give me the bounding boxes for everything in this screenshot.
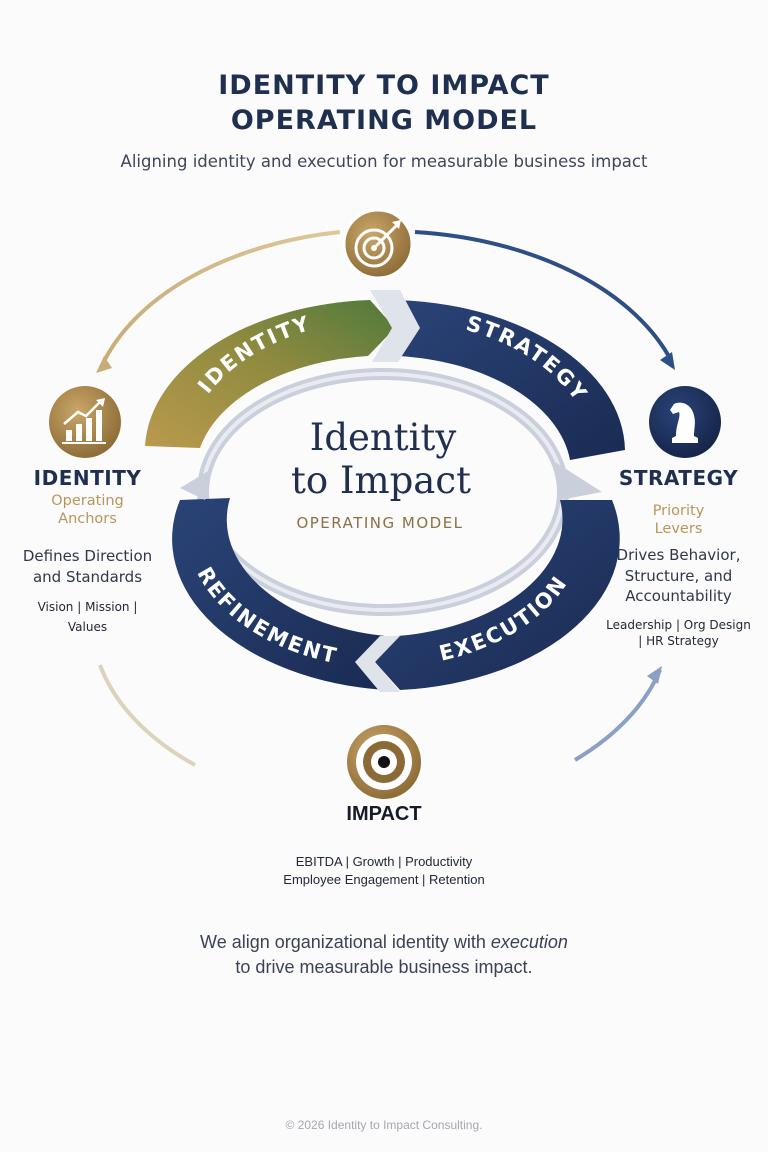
impact-title: IMPACT <box>346 803 422 825</box>
strategy-items-line2: | HR Strategy <box>638 634 719 648</box>
outer-arc-left <box>98 230 341 371</box>
tagline: We align organizational identity with ex… <box>0 930 768 980</box>
impact-items-line2: Employee Engagement | Retention <box>283 872 485 887</box>
strategy-subtitle-line2: Levers <box>654 521 703 537</box>
outer-arc-left-arrowhead <box>96 356 112 373</box>
segment-refinement <box>172 498 385 690</box>
target-arrow-icon <box>342 208 414 280</box>
outer-arc-bottom-right <box>573 669 662 762</box>
growth-chart-icon <box>49 386 121 458</box>
identity-subtitle-line2: Anchors <box>58 511 117 527</box>
target-icon <box>347 725 421 799</box>
footer-copyright: © 2026 Identity to Impact Consulting. <box>285 1118 483 1132</box>
page-title-line1: IDENTITY TO IMPACT <box>218 70 550 101</box>
outer-arc-bottom-left <box>98 664 196 767</box>
outer-arc-bottom-right-arrowhead <box>647 666 662 684</box>
identity-subtitle-line1: Operating <box>51 493 124 509</box>
impact-items-line1: EBITDA | Growth | Productivity <box>295 854 473 869</box>
strategy-title: STRATEGY <box>618 466 739 490</box>
page-subtitle: Aligning identity and execution for meas… <box>120 152 648 171</box>
center-title-line2: to Impact <box>291 459 471 502</box>
outer-arc-right-arrowhead <box>660 352 675 370</box>
tagline-line1: We align organizational identity with ex… <box>200 932 568 952</box>
strategy-items-line1: Leadership | Org Design <box>606 618 751 632</box>
tagline-emphasis: execution <box>490 932 568 952</box>
page-title-line2: OPERATING MODEL <box>230 105 538 136</box>
impact-items: EBITDA | Growth | Productivity Employee … <box>0 853 768 889</box>
outer-arc-right <box>414 230 674 363</box>
strategy-desc-line1: Drives Behavior, <box>616 546 741 564</box>
strategy-subtitle-line1: Priority <box>652 503 705 519</box>
strategy-desc-line2: Structure, and <box>624 567 733 585</box>
center-subtitle: OPERATING MODEL <box>296 514 463 532</box>
identity-items-line1: Vision | Mission | <box>37 600 138 614</box>
segment-execution <box>375 500 620 690</box>
identity-title: IDENTITY <box>33 466 142 490</box>
identity-desc-line2: and Standards <box>32 568 143 586</box>
segment-strategy <box>390 300 625 460</box>
identity-items-line2: Values <box>67 620 108 634</box>
tagline-line2: to drive measurable business impact. <box>235 957 533 977</box>
segment-identity <box>145 300 395 448</box>
strategy-desc-line3: Accountability <box>625 587 732 605</box>
center-title-line1: Identity <box>310 416 457 459</box>
identity-desc-line1: Defines Direction <box>22 547 153 565</box>
chess-knight-icon <box>649 386 721 458</box>
